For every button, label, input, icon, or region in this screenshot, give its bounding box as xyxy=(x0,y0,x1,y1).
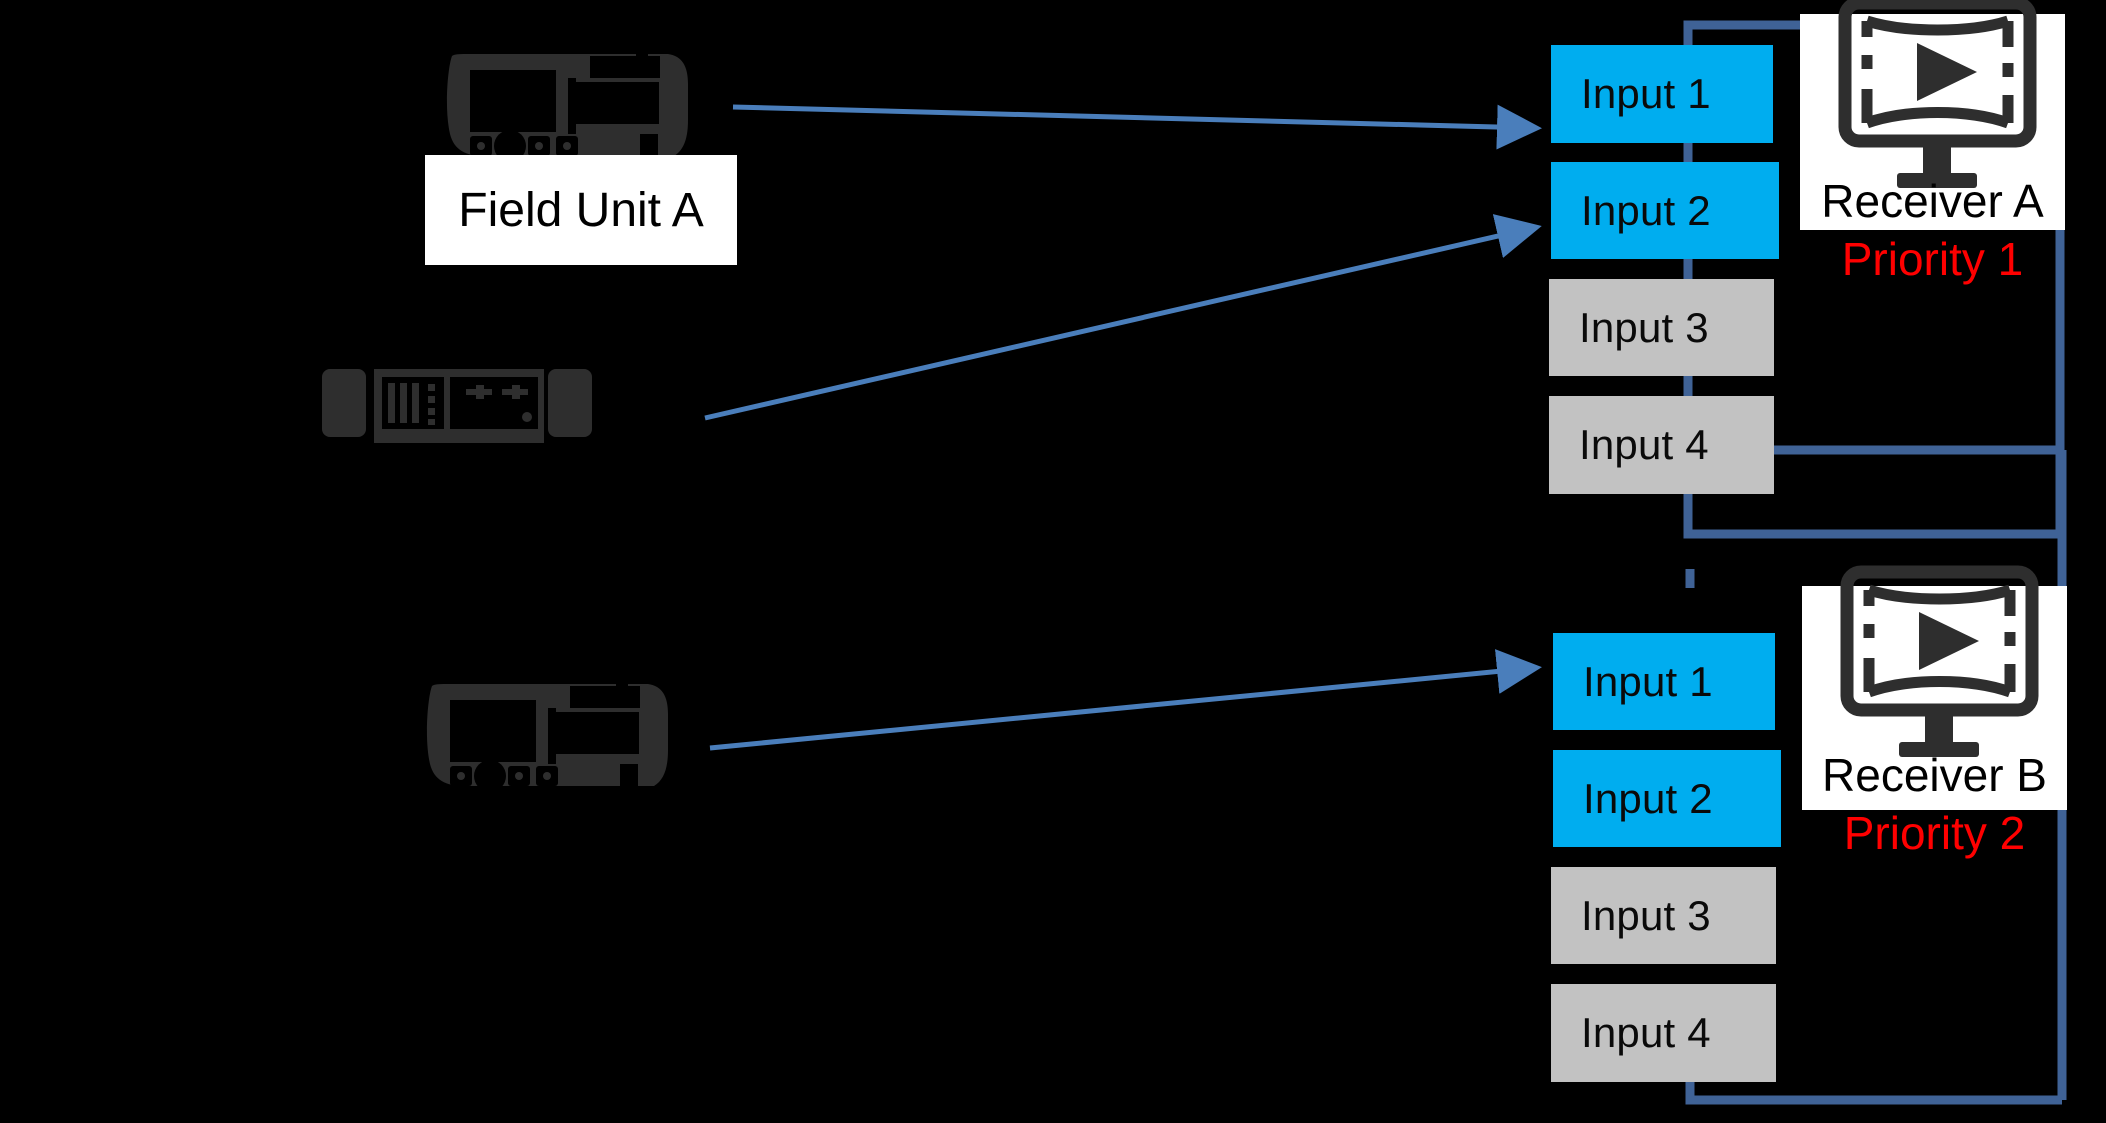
input-label: Input 4 xyxy=(1579,421,1709,468)
input-label: Input 3 xyxy=(1579,303,1709,351)
field-unit-a-label: Field Unit A xyxy=(458,183,704,237)
input-label: Input 2 xyxy=(1581,186,1711,234)
arrow-field-unit-a-to-input-1 xyxy=(732,104,1542,150)
receiver-b-name: Receiver B xyxy=(1822,749,2047,801)
arrow-rack-encoder-to-input-2 xyxy=(704,214,1542,421)
receiver-a-input-2[interactable]: Input 2 xyxy=(1551,162,1779,259)
arrow-field-unit-b-to-input-1b xyxy=(709,649,1542,751)
input-label: Input 1 xyxy=(1581,70,1711,117)
receiver-b-input-2[interactable]: Input 2 xyxy=(1553,750,1781,847)
signal-arrows xyxy=(704,104,1542,751)
field-unit-a-card[interactable]: Field Unit A xyxy=(425,155,737,265)
receiver-b-priority: Priority 2 xyxy=(1843,807,2026,859)
receiver-b-input-4[interactable]: Input 4 xyxy=(1551,984,1776,1082)
receiver-a-priority: Priority 1 xyxy=(1841,233,2024,285)
rack-encoder-icon[interactable] xyxy=(322,369,592,443)
input-label: Input 1 xyxy=(1583,657,1713,705)
receiver-b-input-1[interactable]: Input 1 xyxy=(1553,633,1775,730)
input-label: Input 4 xyxy=(1581,1009,1711,1056)
portable-transmitter-icon[interactable] xyxy=(426,684,668,792)
receiver-a-name: Receiver A xyxy=(1821,175,2044,227)
receiver-a-input-3[interactable]: Input 3 xyxy=(1549,279,1774,376)
input-label: Input 2 xyxy=(1583,774,1713,822)
receiver-a-input-4[interactable]: Input 4 xyxy=(1549,396,1774,494)
input-label: Input 3 xyxy=(1581,891,1711,939)
receiver-a-input-1[interactable]: Input 1 xyxy=(1551,45,1773,143)
receiver-b-input-3[interactable]: Input 3 xyxy=(1551,867,1776,964)
portable-transmitter-icon[interactable] xyxy=(446,54,688,162)
